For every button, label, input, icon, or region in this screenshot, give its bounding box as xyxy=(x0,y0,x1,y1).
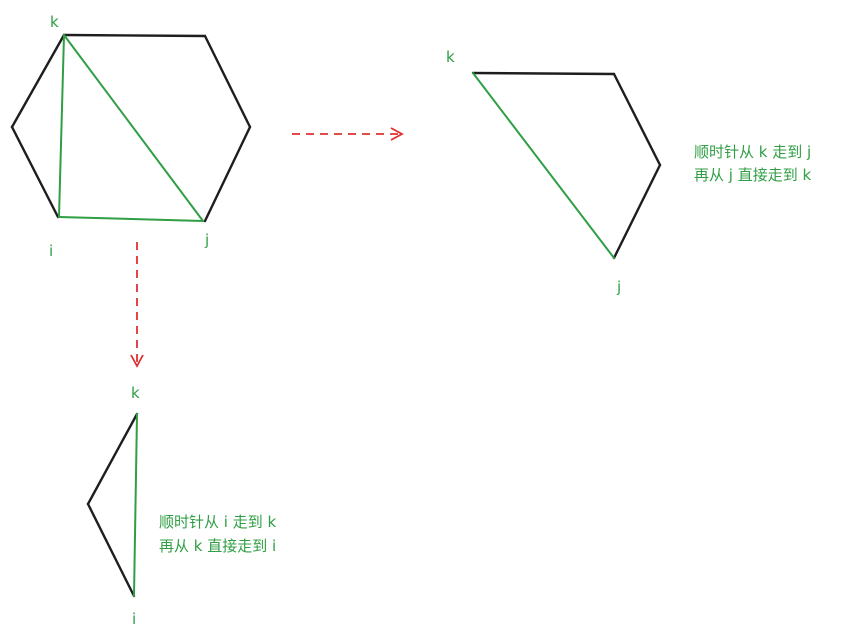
right-label-k: k xyxy=(446,48,455,66)
bottom-label-k: k xyxy=(131,384,140,402)
bottom-note-line-2: 再从 k 直接走到 i xyxy=(159,537,276,555)
hexagon xyxy=(10,33,252,223)
hexagon-label-k: k xyxy=(50,13,59,31)
right-edge-lower xyxy=(612,163,662,260)
bottom-edge-upper xyxy=(86,412,139,506)
hexagon-edge-top xyxy=(62,33,207,38)
hexagon-triangle xyxy=(58,34,204,222)
bottom-label-i: i xyxy=(132,610,136,628)
right-note-line-2: 再从 j 直接走到 k xyxy=(694,166,811,184)
right-note-line-1: 顺时针从 k 走到 j xyxy=(694,143,811,161)
hexagon-edge-lower-right xyxy=(203,125,252,223)
triangle-edge-i-j xyxy=(58,216,204,222)
right-polygon xyxy=(471,71,662,260)
bottom-note-line-1: 顺时针从 i 走到 k xyxy=(159,513,276,531)
right-edge-top xyxy=(471,71,616,76)
bottom-polygon xyxy=(86,412,139,598)
triangle-edge-k-j xyxy=(63,34,204,222)
right-edge-diagonal xyxy=(472,72,615,259)
right-label-j: j xyxy=(616,278,621,296)
right-edge-upper xyxy=(612,72,662,167)
hexagon-label-j: j xyxy=(204,231,209,249)
bottom-edge-lower xyxy=(86,502,136,598)
hexagon-edge-upper-right xyxy=(203,34,252,129)
hexagon-label-i: i xyxy=(49,242,53,260)
hexagon-edge-upper-left xyxy=(10,33,66,129)
hexagon-edge-lower-left xyxy=(10,125,60,219)
bottom-edge-vertical xyxy=(133,413,138,597)
triangle-edge-k-i xyxy=(58,34,65,218)
